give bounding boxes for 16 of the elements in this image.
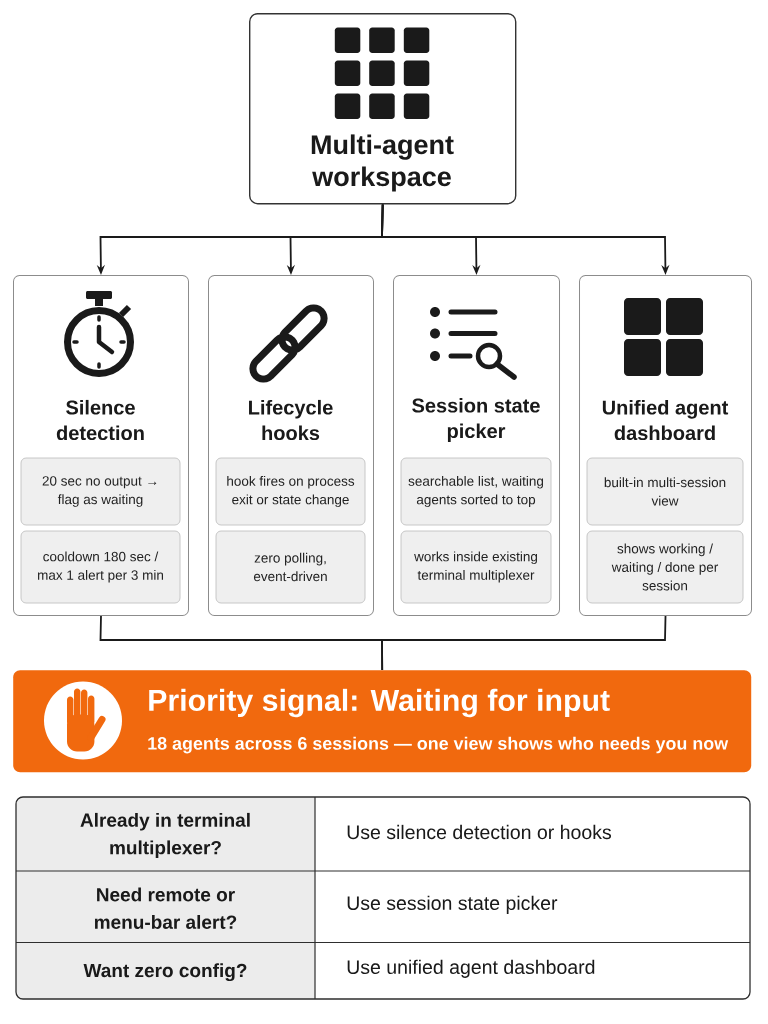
detail-box: searchable list, waiting agents sorted to top <box>400 457 552 526</box>
answer-text: Use session state picker <box>347 895 558 914</box>
detail-box: shows working / waiting / done per session <box>586 530 744 604</box>
question-cell: Need remote or menu-bar alert? <box>16 871 315 943</box>
priority-banner: Priority signal: Waiting for input 18 agents across 6 sessions — one view shows who needs you now <box>13 670 752 773</box>
question-cell: Want zero config? <box>16 942 315 999</box>
detail-box: hook fires on process exit or state change <box>215 457 366 526</box>
detail-box: works inside existing terminal multiplexer <box>400 530 552 604</box>
detail-box: built-in multi-session view <box>586 457 744 526</box>
answer-text: Use unified agent dashboard <box>347 959 595 978</box>
connector-line <box>381 615 667 671</box>
detail-box: cooldown 180 sec / max 1 alert per 3 min <box>20 530 181 604</box>
question-cell: Already in terminal multiplexer? <box>16 797 315 871</box>
detail-box: zero polling, event-driven <box>215 530 366 604</box>
detail-box: 20 sec no output → flag as waiting <box>20 457 181 526</box>
answer-text: Use silence detection or hooks <box>347 824 611 840</box>
